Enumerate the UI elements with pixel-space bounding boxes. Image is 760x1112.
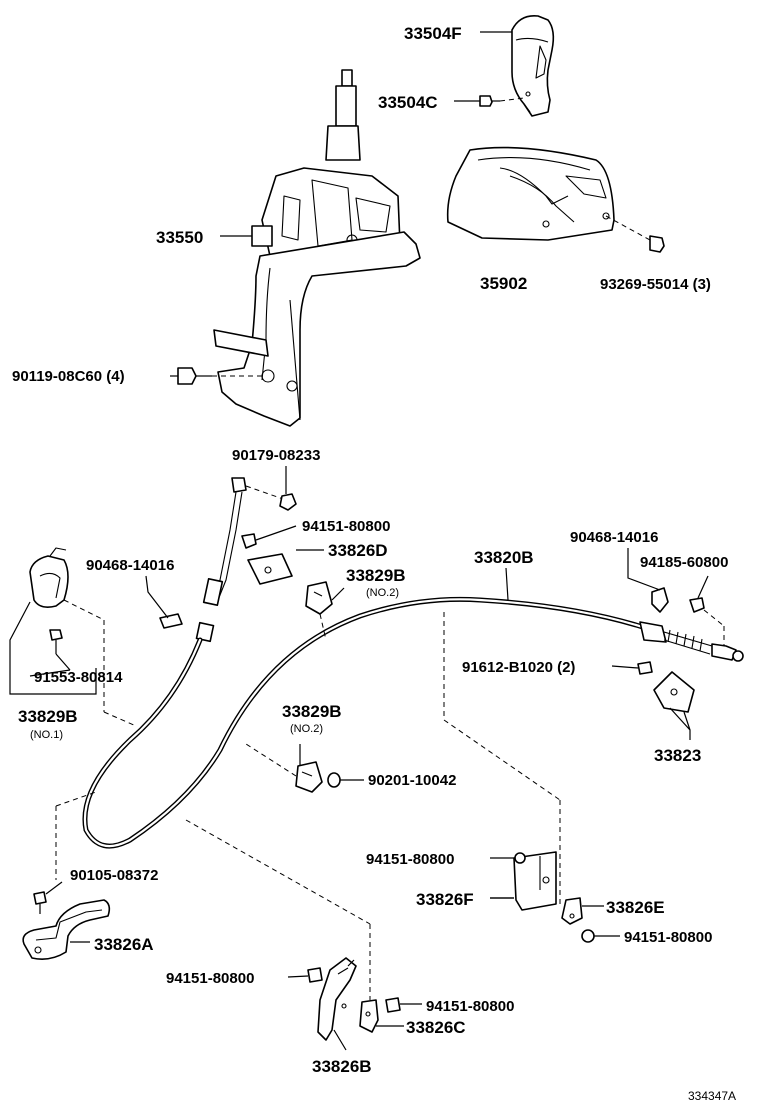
clip-33826E [561, 897, 620, 943]
label-leaders [29, 31, 514, 899]
clamp-33829B-no2-upper [305, 581, 345, 641]
label-33826D: 33826D [328, 541, 388, 560]
bracket-33826B [287, 957, 357, 1051]
label-33829B-no1: 33829B [18, 707, 78, 726]
label-90468-14016-left: 90468-14016 [86, 557, 174, 574]
shift-cable-33820B [82, 596, 744, 849]
control-rod-drawing [195, 477, 297, 643]
label-94151-80800-b: 94151-80800 [366, 851, 454, 868]
clamp-33829B-no2-lower [245, 743, 364, 793]
label-91553-80814: 91553-80814 [34, 669, 123, 686]
bracket-33823 [611, 661, 695, 740]
bracket-33826A [22, 881, 111, 960]
screw-93269 [605, 215, 665, 253]
shift-knob-drawing [511, 14, 555, 117]
label-33826F: 33826F [416, 890, 474, 909]
label-94151-80800-a: 94151-80800 [302, 518, 390, 535]
label-90179-08233: 90179-08233 [232, 447, 320, 464]
clip-90468-left [145, 575, 183, 629]
label-33829B-upper: 33829B [346, 566, 406, 585]
label-35902: 35902 [480, 274, 527, 293]
label-94151-80800-c: 94151-80800 [624, 929, 712, 946]
shift-lever-assembly-drawing [213, 69, 421, 427]
bracket-33826F [490, 851, 557, 911]
label-90468-14016-right: 90468-14016 [570, 529, 658, 546]
bracket-33829B-no1 [9, 547, 137, 727]
label-90201-10042: 90201-10042 [368, 772, 456, 789]
console-cover-drawing [446, 146, 615, 241]
label-33829B-lower: 33829B [282, 702, 342, 721]
bolt-90119 [177, 367, 262, 385]
label-94151-80800-e: 94151-80800 [426, 998, 514, 1015]
diagram-id: 334347A [688, 1089, 736, 1103]
label-33504F: 33504F [404, 24, 462, 43]
label-90105-08372: 90105-08372 [70, 867, 158, 884]
screw-33504C [479, 95, 525, 107]
label-no1: (NO.1) [30, 729, 63, 741]
label-93269-55014: 93269-55014 (3) [600, 276, 711, 293]
label-33826C: 33826C [406, 1018, 466, 1037]
label-90119-08C60: 90119-08C60 (4) [12, 368, 125, 385]
label-33820B: 33820B [474, 548, 534, 567]
label-33826B: 33826B [312, 1057, 372, 1076]
label-91612-B1020: 91612-B1020 (2) [462, 659, 575, 676]
clip-90468-right [627, 548, 725, 646]
label-94151-80800-d: 94151-80800 [166, 970, 254, 987]
label-33823: 33823 [654, 746, 701, 765]
label-no2-lower: (NO.2) [290, 723, 323, 735]
label-94185-60800: 94185-60800 [640, 554, 728, 571]
leader-lines [55, 612, 561, 1000]
clip-33826C [359, 997, 422, 1033]
label-33504C: 33504C [378, 93, 438, 112]
label-33826A: 33826A [94, 935, 154, 954]
label-33826E: 33826E [606, 898, 665, 917]
clip-33826D [241, 525, 297, 585]
label-33550: 33550 [156, 228, 203, 247]
label-no2-upper: (NO.2) [366, 587, 399, 599]
